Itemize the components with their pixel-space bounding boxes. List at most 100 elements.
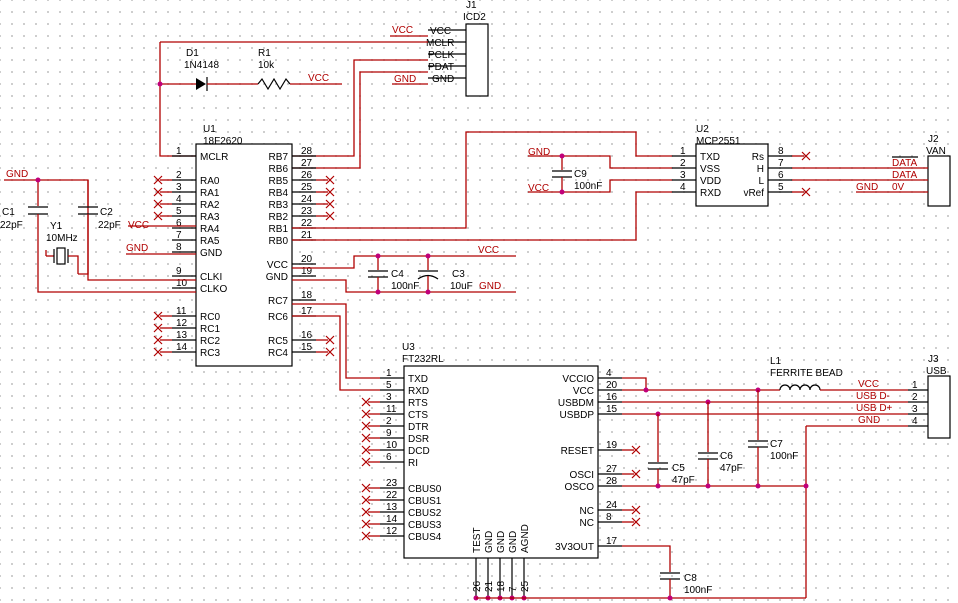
u3-pin-number: 17	[606, 536, 618, 547]
u1-pin-number: 25	[301, 182, 313, 193]
u2-pin-name: vRef	[743, 188, 764, 199]
no-connect-mark	[361, 457, 371, 467]
u1-pin-name: RC1	[200, 324, 220, 335]
u3-pin-name: NC	[580, 506, 594, 517]
u3-usb-uart: U3 FT232RL 1TXD5RXD3RTS11CTS2DTR9DSR10DC…	[361, 342, 641, 601]
no-connect-mark	[361, 421, 371, 431]
d1-ref: D1	[186, 48, 199, 59]
no-connect-mark	[801, 151, 811, 161]
u1-pin-name: RB0	[269, 236, 289, 247]
u3-ground-bus: C8 100nF	[476, 545, 806, 601]
no-connect-mark	[361, 397, 371, 407]
u2-value: MCP2551	[696, 136, 741, 147]
u1-pin-name: RC2	[200, 336, 220, 347]
u2-pin-number: 5	[778, 182, 784, 193]
c4-value: 100nF	[391, 281, 419, 292]
usb-gnd-label: GND	[858, 415, 880, 426]
l1-ref: L1	[770, 356, 782, 367]
u1-pin-number: 5	[176, 206, 182, 217]
u1-pin-name: RB1	[269, 224, 289, 235]
j2-value: VAN	[926, 146, 946, 157]
u1-pin-number: 4	[176, 194, 182, 205]
u3-pin-number: 4	[606, 368, 612, 379]
u1-pin-name: RB2	[269, 212, 289, 223]
u3-pin-name: DCD	[408, 446, 430, 457]
u1-pin-number: 22	[301, 218, 313, 229]
l1-value: FERRITE BEAD	[770, 368, 843, 379]
u3-pin-number: 20	[606, 380, 618, 391]
u1-pin-name: RA5	[200, 236, 220, 247]
u2-pin-name: RXD	[700, 188, 721, 199]
junction	[157, 81, 163, 87]
u1-pin-number: 14	[176, 342, 188, 353]
c3-ref: C3	[452, 269, 465, 280]
u1-pin-name: RB4	[269, 188, 289, 199]
u3-pin-name: OSCO	[565, 482, 595, 493]
usb-dm-label: USB D-	[856, 391, 890, 402]
u1-pin-name: RC0	[200, 312, 220, 323]
u3-pin-name: CBUS1	[408, 496, 442, 507]
c1-ref: C1	[2, 207, 15, 218]
u1-pin-number: 3	[176, 182, 182, 193]
j1-wires: VCC GND	[159, 25, 428, 169]
u1-mcu: U1 18F2620 1MCLR2RA03RA14RA25RA36RA47RA5…	[153, 124, 335, 367]
u3-pin-name: DSR	[408, 434, 429, 445]
u3-pin-name: TXD	[408, 374, 428, 385]
u1-pin-number: 1	[176, 146, 182, 157]
j1-pin-pdat: PDAT	[428, 62, 454, 73]
u1-pin-number: 19	[301, 266, 313, 277]
usb-section: VCC USB D- USB D+ GND L1 FERRITE BEAD C5…	[622, 356, 908, 598]
u3-pin-name: GND	[484, 531, 495, 553]
c7-value: 100nF	[770, 451, 798, 462]
usb-dp-label: USB D+	[856, 403, 893, 414]
no-connect-mark	[325, 211, 335, 221]
c9-gnd-label: GND	[528, 147, 550, 158]
u1-pin-name: RC4	[268, 348, 288, 359]
u1-u3-uart-wires	[292, 303, 380, 391]
j2-data-label-2: DATA	[892, 170, 918, 181]
u1-pin-number: 6	[176, 218, 182, 229]
no-connect-mark	[361, 409, 371, 419]
u1-pin-name: GND	[266, 272, 288, 283]
no-connect-mark	[631, 469, 641, 479]
u3-pin-name: VCC	[573, 386, 594, 397]
c8-ref: C8	[684, 573, 697, 584]
junction	[35, 177, 41, 183]
j2-data-label-1: DATA	[892, 158, 918, 169]
u3-pin-number: 8	[606, 512, 612, 523]
u3-pin-name: 3V3OUT	[555, 542, 594, 553]
no-connect-mark	[361, 519, 371, 529]
c9-vcc-label: VCC	[528, 183, 549, 194]
u3-pin-number: 2	[386, 416, 392, 427]
j3-pin-2: 2	[912, 392, 918, 403]
u3-pin-name: USBDP	[560, 410, 595, 421]
u3-pin-name: RXD	[408, 386, 429, 397]
u1-pin-name: RA0	[200, 176, 220, 187]
u1-pin-name: RC7	[268, 296, 288, 307]
u3-pin-number: 19	[606, 440, 618, 451]
u1-pin-number: 11	[176, 306, 187, 317]
u1-pin-name: RA4	[200, 224, 220, 235]
u1-value: 18F2620	[203, 136, 243, 147]
u3-pin-number: 27	[606, 464, 618, 475]
u3-pin-name: VCCIO	[562, 374, 594, 385]
j1-pin-vcc: VCC	[430, 26, 451, 37]
no-connect-mark	[361, 445, 371, 455]
u3-pin-number: 15	[606, 404, 618, 415]
no-connect-mark	[361, 507, 371, 517]
u1-pin-number: 15	[301, 342, 313, 353]
d1-value: 1N4148	[184, 60, 219, 71]
u3-pin-name: TEST	[472, 527, 483, 553]
u3-pin-name: DTR	[408, 422, 429, 433]
c5-ref: C5	[672, 463, 685, 474]
u3-pin-number: 7	[508, 586, 519, 592]
u3-pin-number: 16	[606, 392, 618, 403]
u1-pin-name: VCC	[267, 260, 288, 271]
j1-value: ICD2	[463, 12, 486, 23]
u3-pin-number: 10	[386, 440, 398, 451]
u3-pin-name: RTS	[408, 398, 428, 409]
u1-pin-number: 18	[301, 290, 313, 301]
u3-pin-number: 28	[606, 476, 618, 487]
u3-pin-number: 11	[386, 404, 397, 415]
